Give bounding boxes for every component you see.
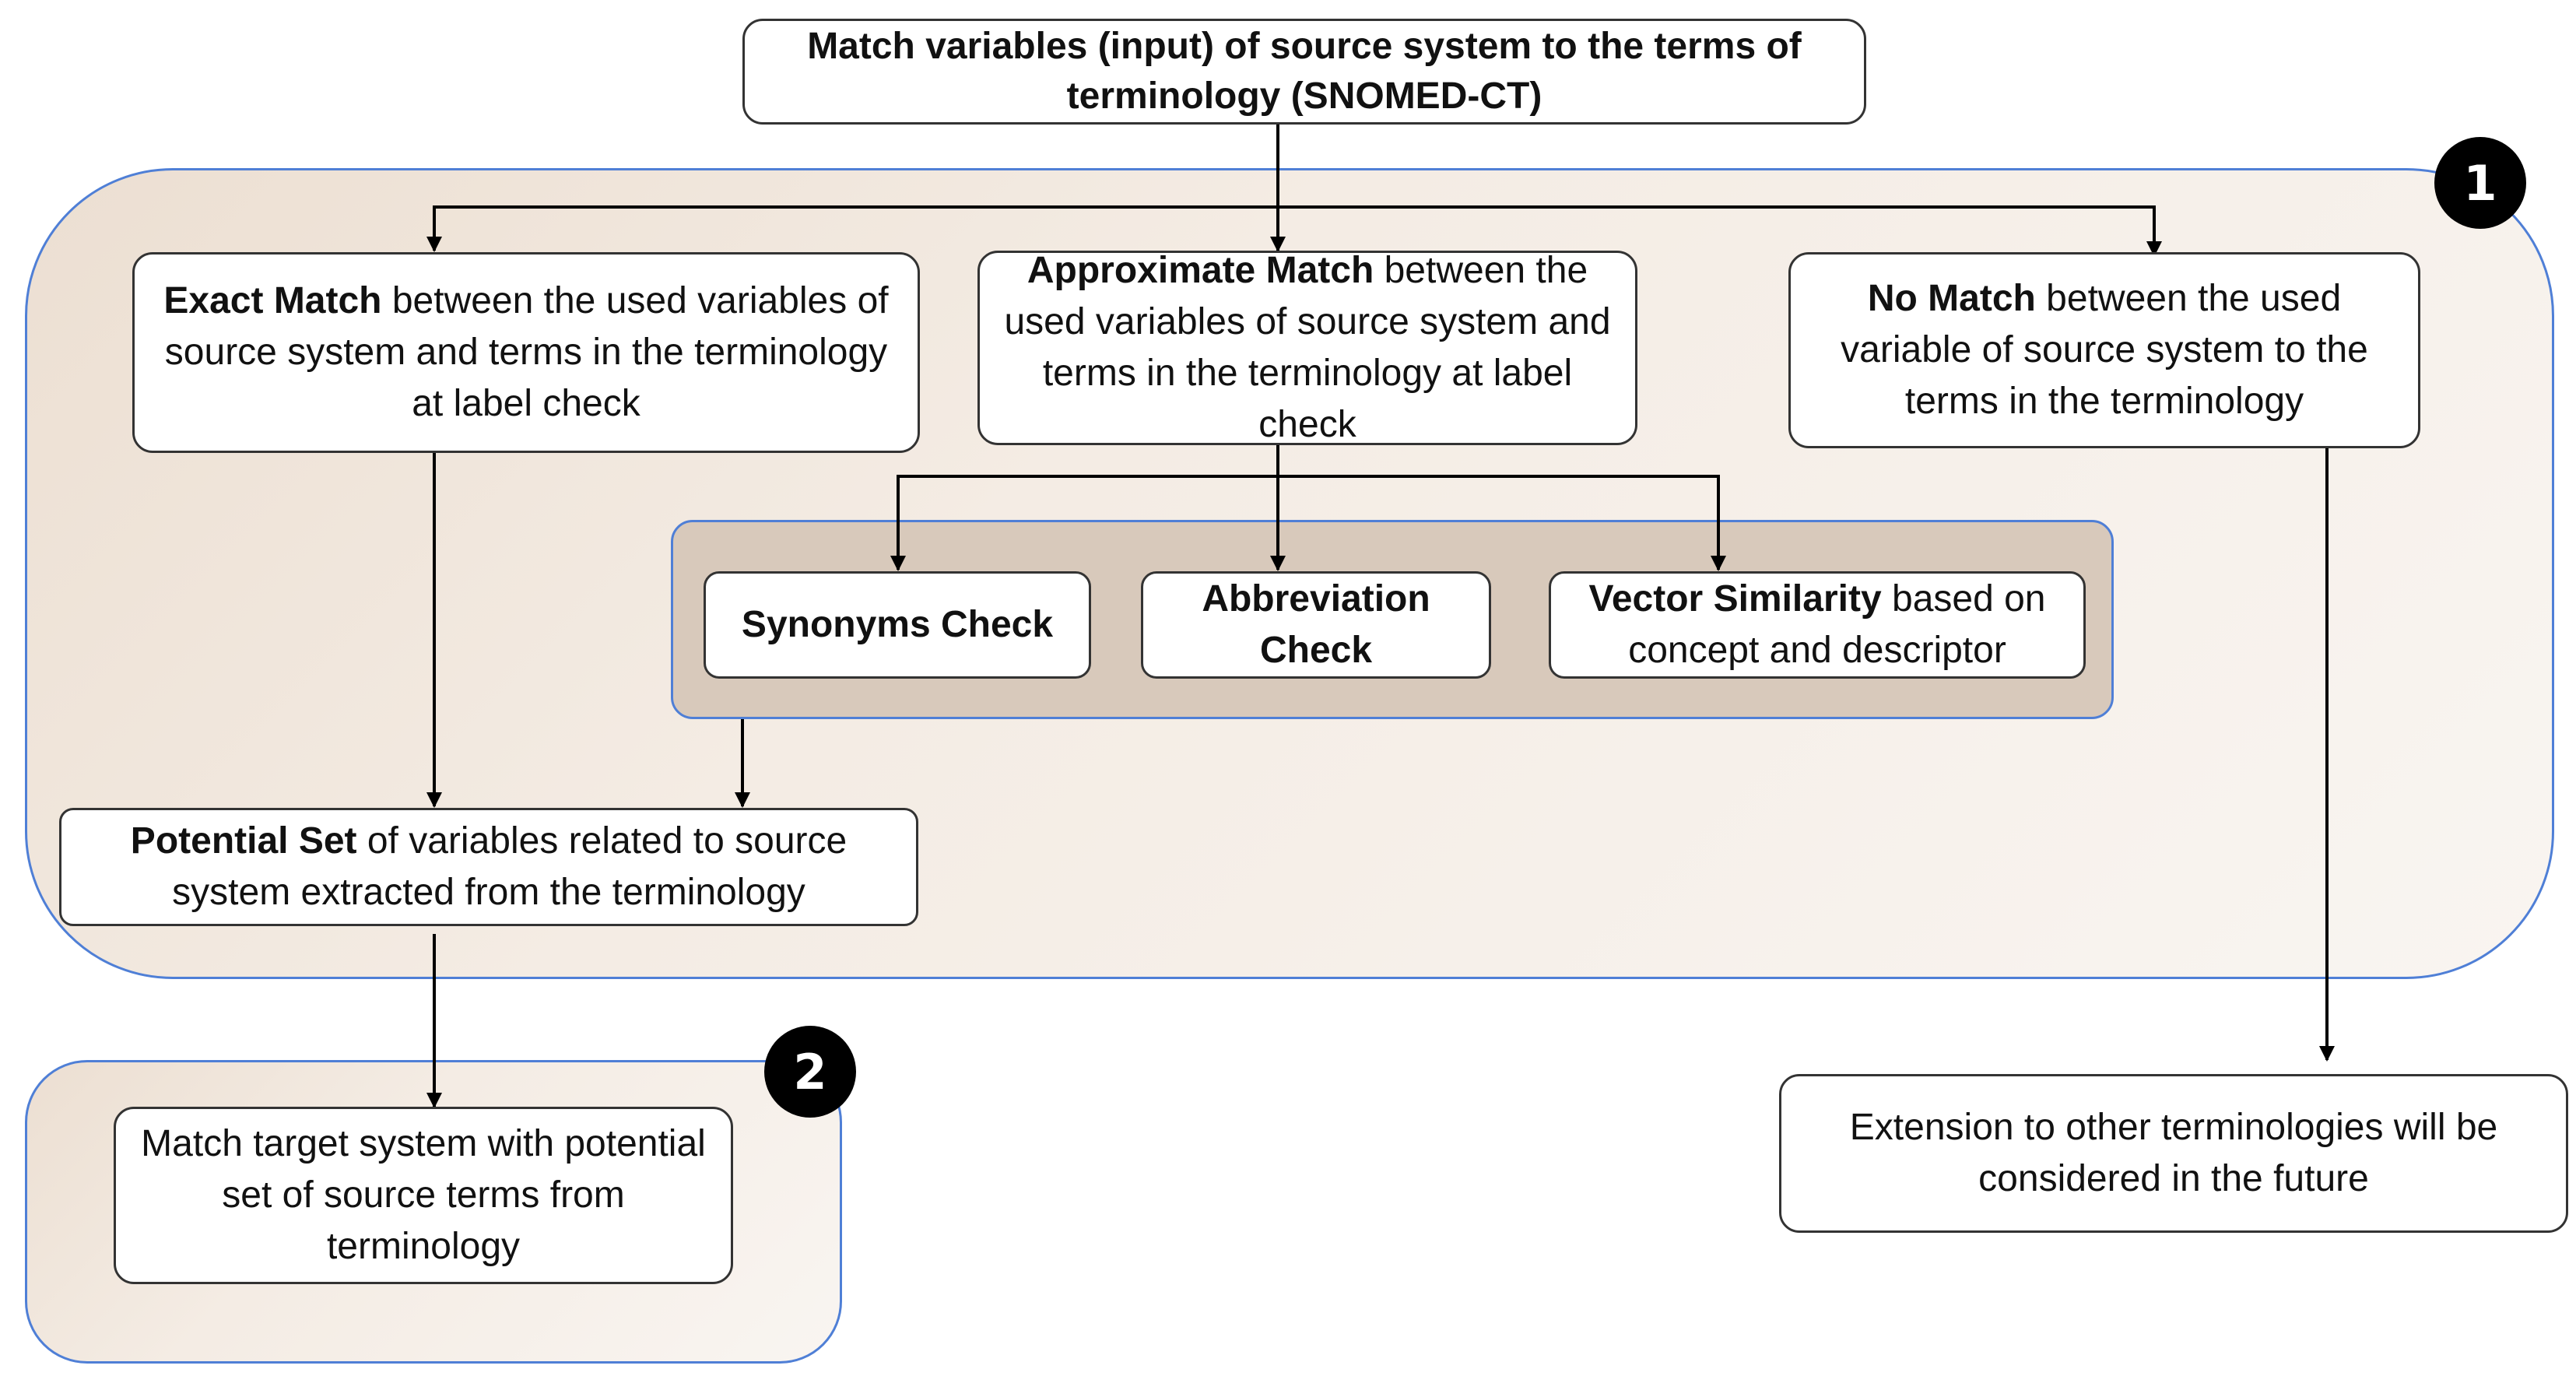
synonyms-check-bold: Synonyms Check bbox=[741, 604, 1054, 645]
potential-set-text: of variables related to source system ex… bbox=[172, 820, 848, 913]
approximate-match-bold: Approximate Match bbox=[1027, 250, 1374, 291]
match-target-text: Match target system with potential set o… bbox=[141, 1123, 706, 1267]
node-approximate-match: Approximate Match between the used varia… bbox=[977, 250, 1637, 445]
node-abbreviation-check: Abbreviation Check bbox=[1141, 571, 1491, 679]
extension-text: Extension to other terminologies will be… bbox=[1849, 1107, 2498, 1199]
no-match-bold: No Match bbox=[1867, 278, 2036, 319]
exact-match-text: between the used variables of source sys… bbox=[164, 280, 889, 424]
node-match-variables-bold: Match variables (input) of source system… bbox=[807, 26, 1802, 117]
no-match-text: between the used variable of source syst… bbox=[1841, 278, 2368, 422]
node-match-target-system: Match target system with potential set o… bbox=[114, 1107, 733, 1284]
exact-match-bold: Exact Match bbox=[163, 280, 382, 321]
abbreviation-check-bold: Abbreviation Check bbox=[1202, 578, 1430, 671]
node-no-match: No Match between the used variable of so… bbox=[1788, 252, 2420, 448]
vector-similarity-bold: Vector Similarity bbox=[1588, 578, 1882, 620]
potential-set-bold: Potential Set bbox=[130, 820, 357, 862]
node-vector-similarity: Vector Similarity based on concept and d… bbox=[1549, 571, 2086, 679]
node-exact-match: Exact Match between the used variables o… bbox=[132, 252, 920, 453]
step-1-badge: 1 bbox=[2434, 137, 2526, 229]
node-match-variables: Match variables (input) of source system… bbox=[742, 19, 1866, 125]
step-2-badge: 2 bbox=[764, 1026, 856, 1118]
node-potential-set: Potential Set of variables related to so… bbox=[59, 808, 918, 926]
node-synonyms-check: Synonyms Check bbox=[704, 571, 1091, 679]
vector-similarity-text: based on concept and descriptor bbox=[1628, 578, 2046, 671]
node-extension: Extension to other terminologies will be… bbox=[1779, 1074, 2568, 1233]
approximate-match-text: between the used variables of source sys… bbox=[1004, 250, 1611, 445]
